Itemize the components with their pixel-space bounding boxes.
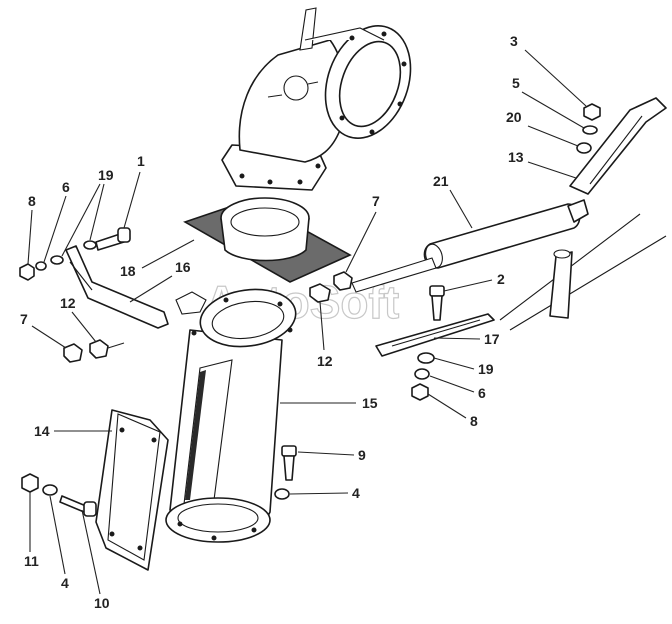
callout-8b: 8 xyxy=(470,413,478,429)
callout-15: 15 xyxy=(362,395,378,411)
frame-rails xyxy=(499,213,667,331)
callout-8a: 8 xyxy=(28,193,36,209)
callout-7b: 7 xyxy=(20,311,28,327)
strap xyxy=(375,313,495,357)
callout-4b: 4 xyxy=(61,575,69,591)
callout-19a: 19 xyxy=(98,167,114,183)
lower-chute xyxy=(165,288,297,543)
callout-2: 2 xyxy=(497,271,505,287)
cover-plate xyxy=(95,409,169,571)
callout-6a: 6 xyxy=(62,179,70,195)
callout-20: 20 xyxy=(506,109,522,125)
callout-3: 3 xyxy=(510,33,518,49)
callout-21: 21 xyxy=(433,173,449,189)
callout-11: 11 xyxy=(24,553,39,569)
callout-12b: 12 xyxy=(317,353,333,369)
callout-17: 17 xyxy=(484,331,500,347)
bracket xyxy=(65,245,169,329)
callouts: 1 2 3 4 4 5 6 6 7 7 8 8 9 xyxy=(20,33,587,611)
callout-10: 10 xyxy=(94,595,110,611)
callout-6b: 6 xyxy=(478,385,486,401)
elbow-spout xyxy=(221,7,412,191)
callout-16: 16 xyxy=(175,259,191,275)
fasteners xyxy=(19,103,601,517)
callout-4a: 4 xyxy=(352,485,360,501)
callout-19b: 19 xyxy=(478,361,494,377)
lever xyxy=(569,97,667,195)
callout-5: 5 xyxy=(512,75,520,91)
gasket-plate xyxy=(183,197,352,283)
callout-9: 9 xyxy=(358,447,366,463)
hydraulic-cylinder xyxy=(351,199,589,293)
callout-13: 13 xyxy=(508,149,524,165)
callout-7a: 7 xyxy=(372,193,380,209)
callout-18: 18 xyxy=(120,263,136,279)
callout-12a: 12 xyxy=(60,295,76,311)
callout-1: 1 xyxy=(137,153,145,169)
callout-14: 14 xyxy=(34,423,50,439)
